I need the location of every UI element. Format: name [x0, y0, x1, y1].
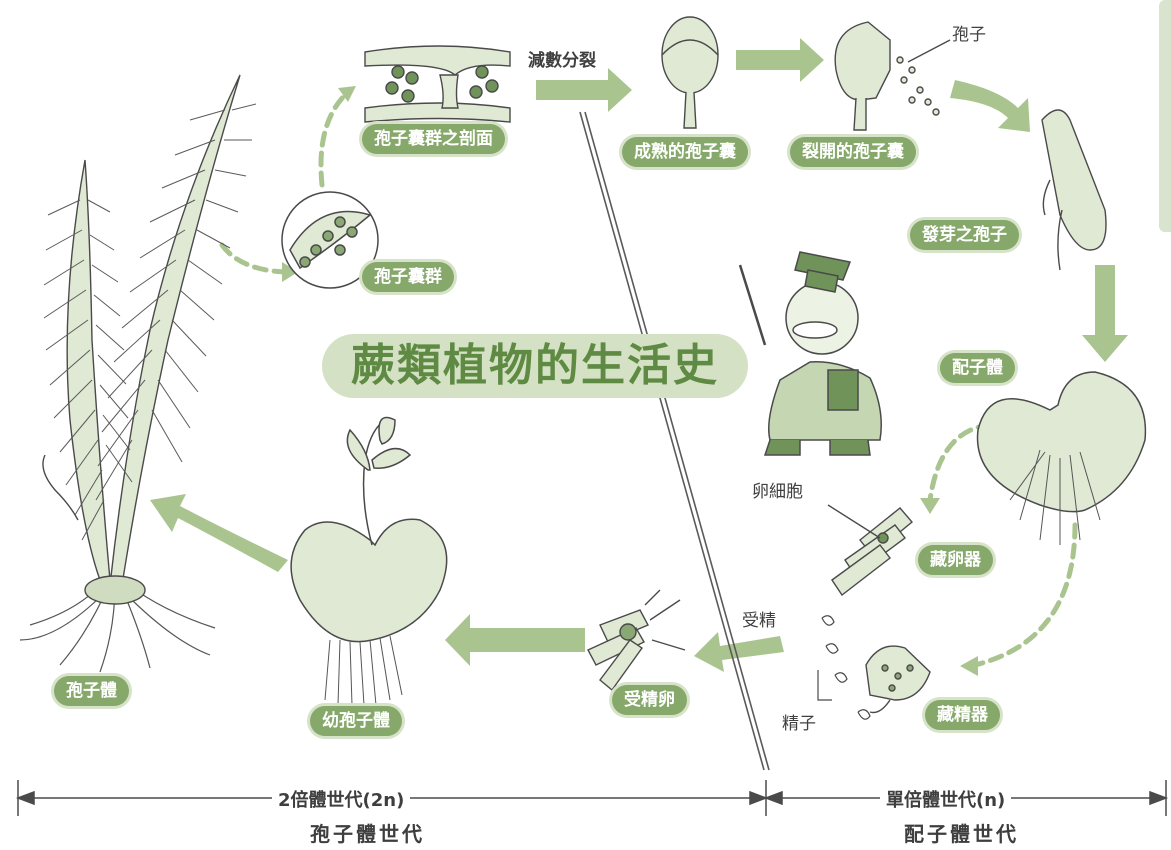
label-archegonium: 藏卵器 — [918, 545, 993, 575]
sporophyte-roots — [19, 579, 216, 673]
germinating-spore-illustration — [1041, 109, 1107, 271]
arrow-mature-to-open — [736, 38, 824, 82]
arrow-meiosis — [536, 68, 632, 112]
dash-arrow-sorus-to-section — [318, 92, 348, 188]
arrow-fertilization — [694, 632, 784, 672]
arrow-germ-to-gameto — [1082, 265, 1128, 362]
label-meiosis: 減數分裂 — [528, 51, 596, 71]
young-sporophyte-illustration — [290, 416, 448, 706]
open-sporangium-illustration — [834, 21, 951, 131]
dash-arrow-frond-to-sorus — [219, 242, 288, 275]
label-sporophyte: 孢子體 — [54, 676, 129, 706]
label-sorus: 孢子囊群 — [362, 262, 454, 292]
label-sperm: 精子 — [782, 714, 816, 734]
dash-arrow-gameto-to-antheridium — [972, 522, 1078, 668]
label-zygote: 受精卵 — [612, 685, 687, 715]
label-open-sporangium: 裂開的孢子囊 — [790, 137, 916, 167]
arrow-open-to-germ — [950, 80, 1030, 132]
label-gametophyte: 配子體 — [940, 353, 1015, 383]
label-germinating-spore: 發芽之孢子 — [910, 220, 1019, 250]
arrow-zygote-to-young — [445, 614, 585, 666]
label-egg-cell: 卵細胞 — [752, 482, 803, 502]
generation-divider — [579, 111, 765, 771]
diagram-title: 蕨類植物的生活史 — [322, 334, 748, 398]
sorus-illustration — [281, 191, 379, 289]
sorus-section-illustration — [364, 45, 511, 123]
sporophyte-illustration — [19, 74, 257, 673]
arrow-young-to-sporo — [150, 494, 288, 572]
axis-sub-diploid: 孢子體世代 — [310, 822, 425, 846]
professor-illustration — [738, 251, 882, 456]
cycle-arrows — [150, 38, 1128, 672]
archegonium-illustration — [827, 504, 913, 597]
mature-sporangium-illustration — [661, 16, 719, 129]
axis-label-haploid: 單倍體世代(n) — [880, 786, 1012, 812]
label-antheridium: 藏精器 — [925, 700, 1000, 730]
label-young-sporophyte: 幼孢子體 — [310, 706, 402, 736]
label-spore: 孢子 — [952, 25, 986, 45]
sperm-illustrations — [817, 615, 871, 720]
label-fertilization: 受精 — [742, 611, 776, 631]
gametophyte-illustration — [976, 371, 1147, 545]
axis-sub-haploid: 配子體世代 — [904, 822, 1019, 846]
axis-label-diploid: 2倍體世代(2n) — [272, 786, 411, 812]
antheridium-illustration — [865, 645, 931, 714]
zygote-illustration — [587, 589, 686, 692]
label-mature-sporangium: 成熟的孢子囊 — [622, 137, 748, 167]
side-tab — [1159, 0, 1171, 232]
label-sorus-section: 孢子囊群之剖面 — [362, 124, 505, 154]
